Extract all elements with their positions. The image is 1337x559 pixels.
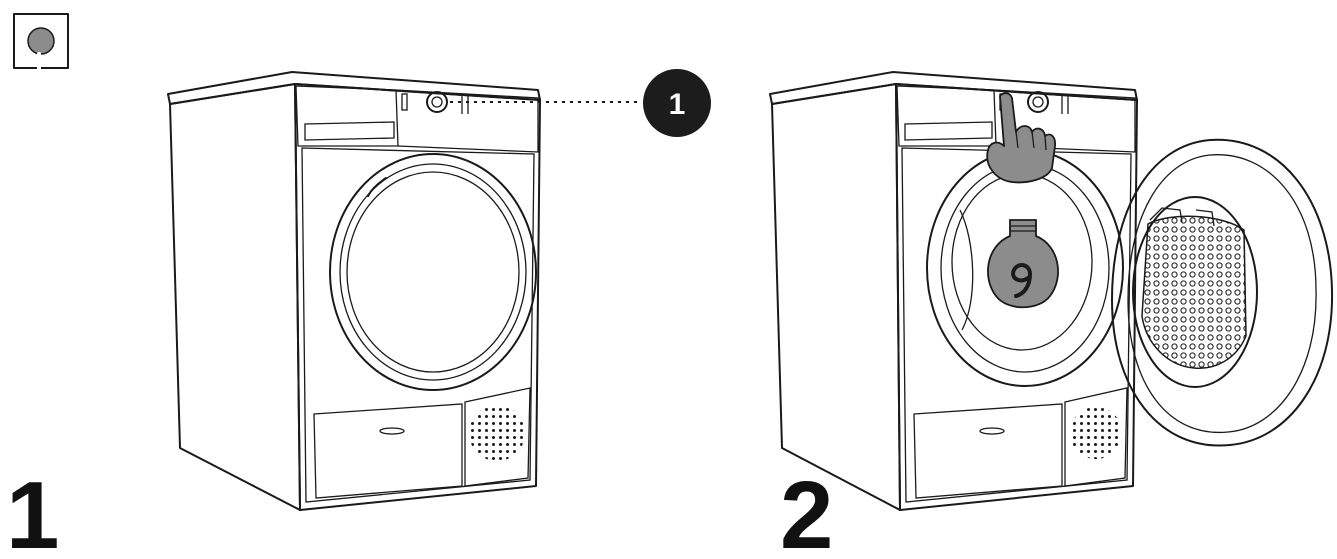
power-socket-icon xyxy=(13,13,69,69)
step-1-number: 1 xyxy=(6,462,59,559)
callout-marker xyxy=(643,69,711,137)
dryer-closed xyxy=(167,71,541,511)
light-bulb-icon xyxy=(987,219,1059,309)
step-2-illustration: 2 xyxy=(769,71,1334,559)
step-2-number: 2 xyxy=(780,462,833,559)
callout-label: 1 xyxy=(669,88,686,121)
step-1-illustration: 1 1 xyxy=(6,13,711,559)
open-door xyxy=(1111,138,1334,447)
power-cable xyxy=(37,53,176,180)
dryer-open xyxy=(769,71,1138,511)
pointing-hand-icon xyxy=(986,92,1056,184)
filter-mesh-icon xyxy=(1141,207,1247,369)
